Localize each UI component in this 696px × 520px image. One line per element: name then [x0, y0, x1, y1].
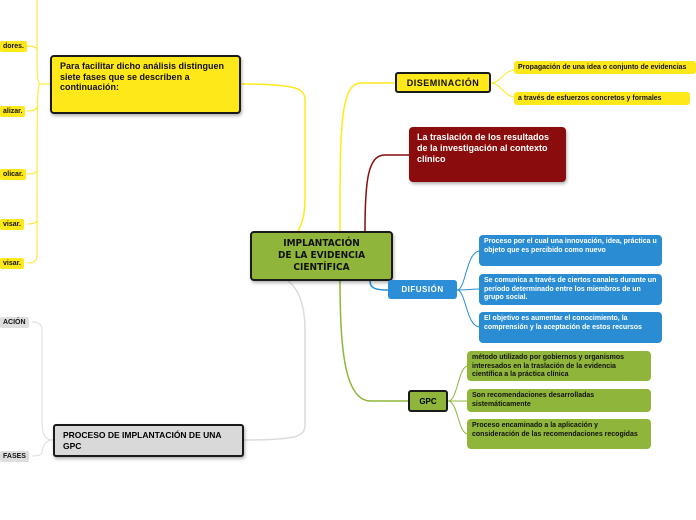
proceso-child-2[interactable]: FASES	[0, 451, 29, 462]
fase-item-2[interactable]: alizar.	[0, 106, 26, 117]
central-topic-line2: DE LA EVIDENCIA CIENTÍFICA	[277, 250, 366, 273]
fase-item-3[interactable]: olicar.	[0, 169, 27, 180]
central-topic[interactable]: IMPLANTACIÓN DE LA EVIDENCIA CIENTÍFICA	[250, 231, 393, 281]
gpc-child-2[interactable]: Son recomendaciones desarrolladas sistem…	[467, 389, 651, 412]
difusion-child-2[interactable]: Se comunica a través de ciertos canales …	[479, 274, 662, 305]
fases-intro-topic[interactable]: Para facilitar dicho análisis distinguen…	[50, 55, 241, 114]
proceso-gpc-topic[interactable]: PROCESO DE IMPLANTACIÓN DE UNA GPC	[53, 424, 244, 457]
difusion-topic[interactable]: DIFUSIÓN	[388, 280, 457, 299]
difusion-child-1[interactable]: Proceso por el cual una innovación, idea…	[479, 235, 662, 266]
traslacion-topic[interactable]: La traslación de los resultados de la in…	[409, 127, 566, 182]
gpc-child-3[interactable]: Proceso encaminado a la aplicación y con…	[467, 419, 651, 449]
diseminacion-child-2[interactable]: a través de esfuerzos concretos y formal…	[514, 92, 690, 105]
fase-item-1[interactable]: dores.	[0, 41, 28, 52]
difusion-child-3[interactable]: El objetivo es aumentar el conocimiento,…	[479, 312, 662, 343]
fase-item-5[interactable]: visar.	[0, 258, 24, 269]
gpc-topic[interactable]: GPC	[408, 390, 448, 412]
proceso-child-1[interactable]: ACIÓN	[0, 317, 29, 328]
gpc-child-1[interactable]: método utilizado por gobiernos y organis…	[467, 351, 651, 381]
fase-item-4[interactable]: visar.	[0, 219, 24, 230]
diseminacion-child-1[interactable]: Propagación de una idea o conjunto de ev…	[514, 61, 696, 74]
central-topic-line1: IMPLANTACIÓN	[283, 238, 360, 249]
diseminacion-topic[interactable]: DISEMINACIÓN	[395, 72, 491, 93]
